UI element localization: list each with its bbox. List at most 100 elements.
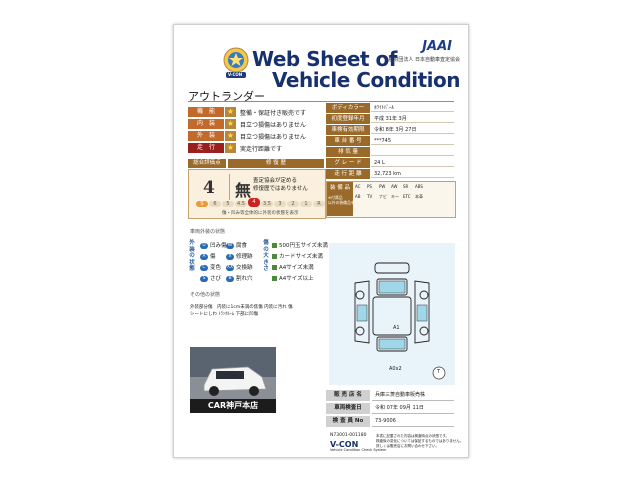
info-label: 車検有効期限 <box>326 125 370 135</box>
score-value: 4 <box>203 178 215 198</box>
score-divider <box>229 174 230 200</box>
condition-text: 目立つ損傷はありません <box>240 122 306 129</box>
legend-title: 車両外装の状態 <box>190 229 226 235</box>
equipment-item: SR <box>403 184 409 189</box>
info-value: 24 L <box>371 158 454 167</box>
equipment-item: PW <box>379 184 386 189</box>
history-mark: 無 <box>235 181 252 200</box>
legend-code: C <box>200 264 208 271</box>
shop-photo-label: CAR神戸本店 <box>190 399 276 413</box>
condition-label: 外 装 <box>188 131 224 141</box>
equipment-title: 装 備 品 <box>327 182 353 216</box>
condition-row: 内 装 ★ 目立つ損傷はありません <box>188 119 328 129</box>
shop-label: 販 売 店 名 <box>326 390 370 401</box>
legend-code: W <box>226 242 234 249</box>
legend-item: A4サイズ未満 <box>272 263 314 271</box>
legend-code: S <box>200 275 208 282</box>
star-icon: ★ <box>225 143 236 153</box>
vcon-logo: V-CON <box>222 47 250 81</box>
condition-row: 外 装 ★ 目立つ損傷はありません <box>188 131 328 141</box>
shop-value: 73-9006 <box>372 416 454 427</box>
shop-label: 検 査 員 No <box>326 416 370 427</box>
grade-cell: 6 <box>209 201 221 207</box>
grade-cell: 5 <box>222 201 234 207</box>
info-value: 32,723 km <box>371 169 454 178</box>
history-text-2: 修復歴ではありません <box>253 186 308 192</box>
equipment-item: ABS <box>415 184 423 189</box>
equipment-box: 装 備 品 ※付属品 以外の装備品を AC PS PW AW SR ABS AB… <box>326 181 456 218</box>
disclaimer-3: 詳しくは販売店にお問い合わせ下さい。 <box>376 444 439 448</box>
info-label: 初度登録年月 <box>326 114 370 124</box>
title-line2: Vehicle Condition <box>272 68 461 92</box>
title-line1: Web Sheet of <box>252 47 397 71</box>
legend-square <box>272 265 277 270</box>
equipment-item: 本革 <box>415 194 423 199</box>
info-label: 車 台 番 号 <box>326 136 370 146</box>
legend-square <box>272 243 277 248</box>
legend-code: X <box>226 253 234 260</box>
title-rule <box>188 101 454 102</box>
equipment-item: ETC <box>403 194 411 199</box>
info-value <box>371 147 454 156</box>
equipment-item: TV <box>367 194 373 199</box>
shop-row: 車両検査日令和 07年 09月 11日 <box>326 403 454 415</box>
vehicle-name: アウトランダー <box>188 90 265 103</box>
footer-brand-sub: Vehicle Condition Check System <box>330 448 387 452</box>
shop-label: 車両検査日 <box>326 403 370 414</box>
jaai-org-name: 一般財団法人 日本自動車査定協会 <box>383 57 460 63</box>
disclaimer-2: 検査後の変化については保証するものではありません。 <box>376 439 464 443</box>
grade-cell: 3 <box>274 201 286 207</box>
info-row: ボディカラーﾎﾜｲﾄﾊﾟｰﾙ <box>326 103 454 113</box>
history-text-1: 査定協会が定める <box>253 178 298 184</box>
damage-mark-t: T <box>437 369 441 375</box>
legend-code: U <box>200 242 208 249</box>
info-value: ﾎﾜｲﾄﾊﾟｰﾙ <box>371 103 454 112</box>
info-row: 初度登録年月平成 31年 3月 <box>326 114 454 124</box>
grade-cell: 3.5 <box>261 201 273 207</box>
grade-cell: 2 <box>287 201 299 207</box>
info-row: 排 気 量 <box>326 147 454 157</box>
info-row: 車検有効期限令和 8年 3月 27日 <box>326 125 454 135</box>
serial-number: N73001-001180 <box>330 433 367 438</box>
info-label: ボディカラー <box>326 103 370 113</box>
info-value: 令和 8年 3月 27日 <box>371 125 454 134</box>
legend-square <box>272 276 277 281</box>
vehicle-condition-sheet: V-CON Web Sheet of Vehicle Condition JAA… <box>173 24 469 458</box>
legend-square <box>272 254 277 259</box>
legend-code: A <box>200 253 208 260</box>
info-label: 排 気 量 <box>326 147 370 157</box>
other-title: その他の状態 <box>190 292 221 298</box>
jaai-logo: JAAI <box>422 39 452 54</box>
condition-text: 実走行距離です <box>240 146 283 153</box>
history-header: 修 復 歴 <box>228 159 324 168</box>
vehicle-photo: CAR神戸本店 <box>190 347 276 413</box>
logo-text: V-CON <box>228 72 243 77</box>
footer-brand: V-CON <box>330 440 359 449</box>
condition-text: 整備・保証付き販売です <box>240 110 307 117</box>
equipment-item: PS <box>367 184 372 189</box>
star-icon: ★ <box>225 131 236 141</box>
equipment-note-2: 以外の装備品を <box>328 200 355 205</box>
vehicle-damage-diagram: A1 A0x2 T <box>329 243 455 385</box>
condition-label: 機 能 <box>188 107 224 117</box>
info-label: グ レ ー ド <box>326 158 370 168</box>
other-line-1: 外装部分傷 内装に1cm未満の焦傷 内装に汚れ 傷 <box>190 305 293 310</box>
legend-side-label-right: 傷の大きさ <box>263 240 269 272</box>
legend-side-label-left: 外装の状態 <box>189 240 195 272</box>
equipment-item: AB <box>355 194 361 199</box>
condition-label: 走 行 <box>188 143 224 153</box>
condition-row: 走 行 ★ 実走行距離です <box>188 143 328 153</box>
info-row: 車 台 番 号***745 <box>326 136 454 146</box>
shop-value: 令和 07年 09月 11日 <box>372 403 454 414</box>
grade-cell: S <box>196 201 208 207</box>
condition-label: 内 装 <box>188 119 224 129</box>
